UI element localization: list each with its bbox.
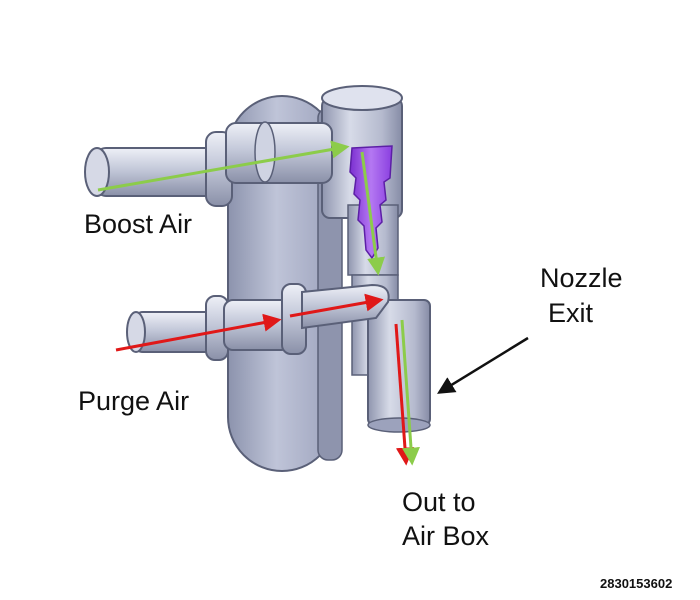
purge-flow-arrow-out xyxy=(394,323,414,466)
out-to-air-box-label-line1: Out to xyxy=(402,487,476,517)
nozzle-exit-label-line1: Nozzle xyxy=(540,263,623,293)
boost-flow-arrow-out xyxy=(400,319,420,466)
boost-air-label: Boost Air xyxy=(84,209,193,239)
boost-flow-arrow-in xyxy=(97,140,350,192)
purge-flow-arrow-2 xyxy=(289,293,384,318)
purge-air-label: Purge Air xyxy=(78,386,190,416)
purge-flow-arrow-1 xyxy=(115,313,282,352)
out-to-air-box-label-line2: Air Box xyxy=(402,521,490,551)
mounting-plate xyxy=(227,95,343,472)
figure-id: 2830153602 xyxy=(600,576,673,591)
nozzle-exit-pointer xyxy=(437,336,529,394)
flow-arrows xyxy=(97,140,529,466)
boost-air-inlet xyxy=(84,121,333,207)
nozzle-exit-label-line2: Exit xyxy=(548,298,594,328)
boost-flow-arrow-down xyxy=(360,151,386,276)
